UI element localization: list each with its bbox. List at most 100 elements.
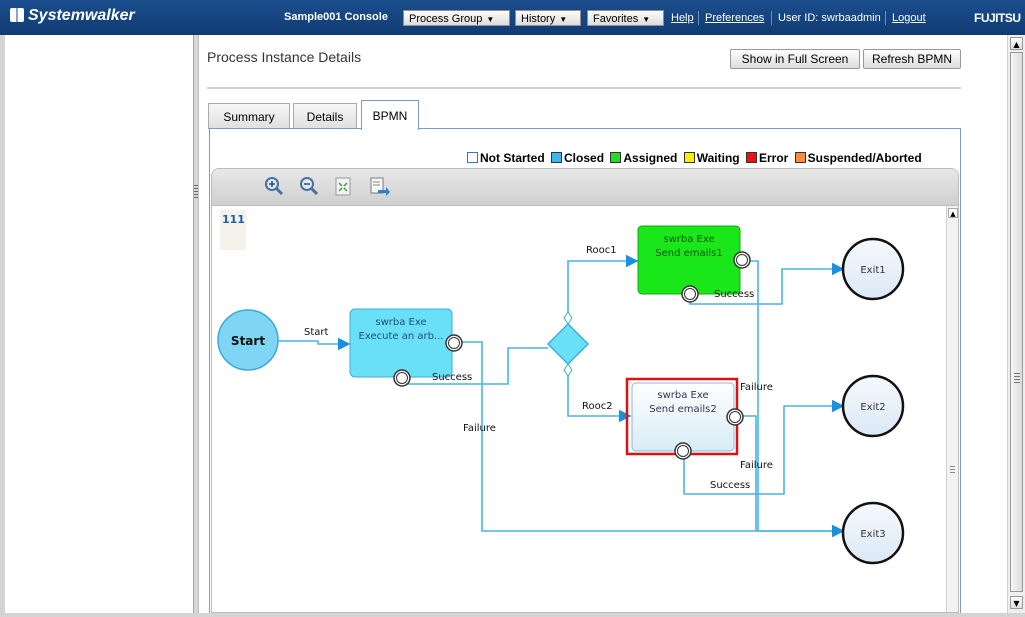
menu-history[interactable]: History▼	[515, 10, 581, 26]
legend-label: Assigned	[623, 151, 678, 165]
legend-swatch-waiting	[683, 152, 695, 163]
export-icon[interactable]	[368, 175, 390, 197]
status-legend: Not Started Closed Assigned Waiting Erro…	[467, 151, 922, 165]
legend-swatch-closed	[551, 152, 563, 163]
legend-swatch-not-started	[467, 152, 478, 163]
left-panel	[0, 35, 193, 613]
sequence-flows	[278, 254, 845, 538]
legend-swatch-assigned	[610, 152, 622, 163]
systemwalker-logo-icon	[10, 8, 24, 22]
page-scrollbar[interactable]: ▲ ▼	[1007, 35, 1025, 613]
scroll-up-icon[interactable]: ▲	[948, 208, 958, 218]
flow-label: Start	[304, 327, 329, 338]
tab-bpmn[interactable]: BPMN	[361, 100, 419, 130]
flow-label: Failure	[463, 423, 496, 434]
task-name-label: Send emails1	[655, 248, 723, 259]
tab-underline	[209, 128, 961, 129]
top-bar: Systemwalker Sample001 Console Process G…	[0, 0, 1025, 35]
flow-task3-success	[683, 399, 845, 495]
legend-label: Suspended/Aborted	[807, 151, 922, 165]
legend-label: Error	[758, 151, 789, 165]
tab-summary[interactable]: Summary	[208, 103, 290, 129]
flow-task1-success	[402, 347, 548, 385]
chevron-down-icon: ▼	[642, 15, 651, 24]
window-bottom-edge	[0, 613, 1025, 617]
main-content: Process Instance Details Show in Full Sc…	[199, 35, 1007, 613]
boundary-event-inner	[736, 254, 748, 266]
start-event[interactable]	[217, 309, 279, 371]
flow-label: Rooc2	[582, 401, 613, 412]
legend-label: Not Started	[480, 151, 545, 165]
flow-label: Failure	[740, 460, 773, 471]
preferences-link[interactable]: Preferences	[705, 12, 765, 24]
splitter-grip-icon[interactable]	[194, 185, 198, 199]
page-number: 111	[220, 210, 246, 250]
fujitsu-logo: FUJITSU	[974, 11, 1021, 25]
scroll-down-icon[interactable]: ▼	[1010, 596, 1023, 609]
fit-page-icon[interactable]	[332, 175, 354, 197]
panel-splitter[interactable]	[193, 35, 199, 613]
flow-label: Success	[432, 372, 472, 383]
logout-link[interactable]: Logout	[892, 12, 926, 24]
help-link[interactable]: Help	[671, 12, 694, 24]
scroll-thumb[interactable]	[1010, 52, 1023, 592]
exclusive-gateway[interactable]	[546, 322, 590, 366]
tab-details[interactable]: Details	[293, 103, 357, 129]
scroll-up-icon[interactable]: ▲	[1010, 37, 1023, 50]
flow-label: Success	[714, 289, 754, 300]
start-event-label: Start	[231, 334, 265, 348]
bpmn-diagram-frame: 111	[211, 168, 959, 613]
end-event-exit3[interactable]	[841, 501, 905, 565]
legend-label: Waiting	[696, 151, 740, 165]
bpmn-panel	[209, 128, 961, 613]
boundary-event-inner	[729, 411, 741, 423]
flow-rooc1	[567, 254, 639, 316]
end-event-exit2[interactable]	[841, 374, 905, 438]
boundary-event-inner	[684, 288, 696, 300]
menu-label: History	[521, 13, 556, 25]
end-event-label: Exit1	[860, 265, 885, 276]
end-event-label: Exit2	[860, 402, 885, 413]
separator	[885, 11, 886, 25]
separator	[771, 11, 772, 25]
flow-task1-failure	[455, 341, 845, 538]
menu-label: Favorites	[593, 13, 639, 25]
scroll-grip-icon	[1014, 373, 1020, 383]
menu-favorites[interactable]: Favorites▼	[587, 10, 664, 26]
flow-rooc2	[567, 372, 632, 423]
scroll-grip-icon[interactable]	[950, 466, 955, 475]
end-event-exit1[interactable]	[841, 237, 905, 301]
brand-name: Systemwalker	[28, 7, 135, 24]
brand-logo: Systemwalker	[10, 7, 135, 25]
task-name-label: Send emails2	[649, 404, 717, 415]
gateway-port-icon	[563, 363, 573, 377]
flow-label: Failure	[740, 382, 773, 393]
menu-label: Process Group	[409, 13, 483, 25]
console-title: Sample001 Console	[284, 11, 388, 23]
chevron-down-icon: ▼	[486, 15, 495, 24]
legend-swatch-suspended	[794, 152, 806, 163]
separator	[698, 11, 699, 25]
boundary-event-inner	[396, 372, 408, 384]
flow-labels: Start Success Failure Rooc1 Rooc2 Succes…	[304, 245, 773, 491]
zoom-in-icon[interactable]	[263, 175, 285, 197]
bpmn-canvas[interactable]: Start swrba Exe Execute an arb... swrba …	[212, 206, 946, 613]
show-full-screen-button[interactable]: Show in Full Screen	[730, 49, 860, 69]
task-type-label: swrba Exe	[657, 390, 708, 401]
diagram-toolbar	[212, 169, 958, 206]
divider	[207, 87, 961, 89]
legend-swatch-error	[745, 152, 757, 163]
canvas-scrollbar[interactable]: ▲	[946, 206, 958, 612]
zoom-out-icon[interactable]	[298, 175, 320, 197]
task-type-label: swrba Exe	[663, 234, 714, 245]
flow-label: Rooc1	[586, 245, 617, 256]
user-id: User ID: swrbaadmin	[778, 12, 881, 24]
menu-process-group[interactable]: Process Group▼	[403, 10, 510, 26]
gateway-port-icon	[563, 311, 573, 325]
flow-label: Success	[710, 480, 750, 491]
refresh-bpmn-button[interactable]: Refresh BPMN	[863, 49, 961, 69]
end-event-label: Exit3	[860, 529, 885, 540]
page-title: Process Instance Details	[207, 49, 362, 65]
task-type-label: swrba Exe	[375, 317, 426, 328]
boundary-event-inner	[448, 337, 460, 349]
